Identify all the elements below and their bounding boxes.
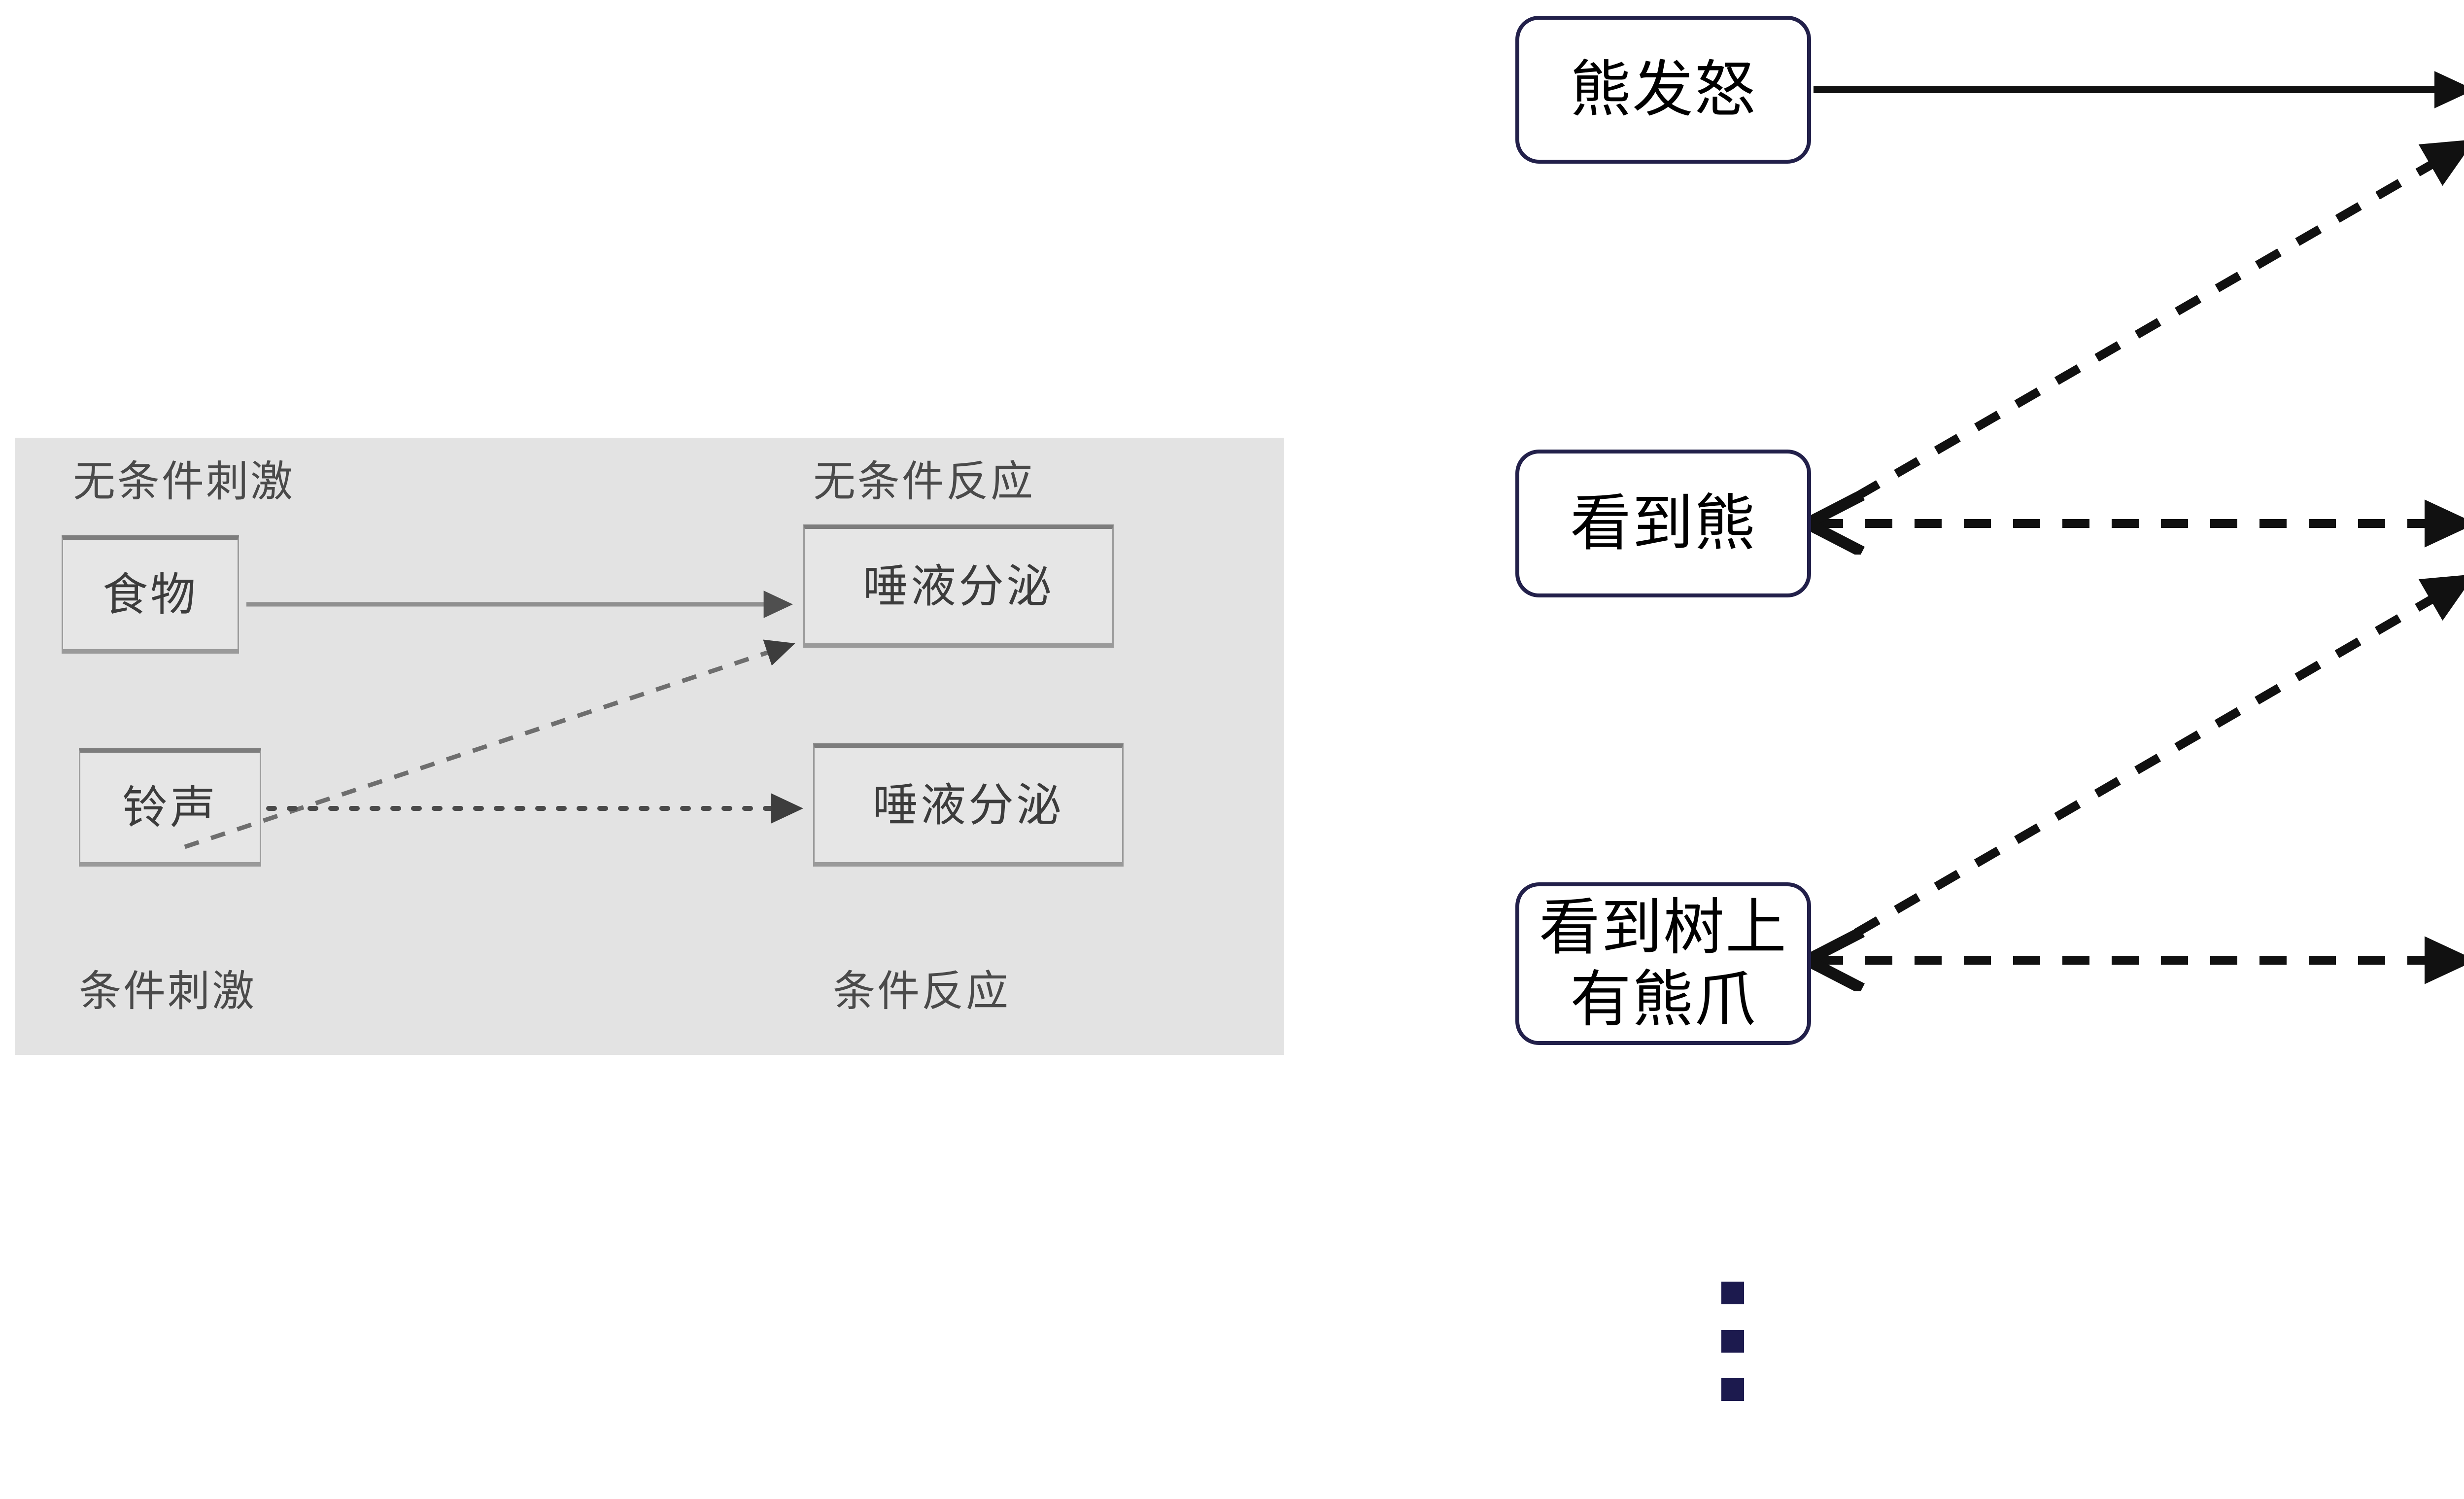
continuation-dot — [1721, 1378, 1744, 1401]
pavlov-box-salivation-conditioned-label: 唾液分泌 — [872, 778, 1064, 832]
pavlov-conditioning-panel: 无条件刺激 无条件反应 条件刺激 条件反应 食物 铃声 唾液分泌 唾液分泌 — [15, 438, 1284, 1055]
caption-unconditioned-stimulus: 无条件刺激 — [73, 457, 295, 506]
rl-edge-layer — [1454, 71, 2464, 1499]
node-see-bear[interactable]: 看到熊 — [1515, 450, 1811, 597]
rl-value-diagram: 熊发怒 看到熊 看到树上 有熊爪 奖励 V(s′) V(s) — [1454, 0, 2464, 1499]
pavlov-box-bell-label: 铃声 — [122, 781, 218, 834]
pavlov-box-food-label: 食物 — [102, 568, 198, 621]
caption-unconditioned-response: 无条件反应 — [813, 457, 1035, 506]
pavlov-arrow-bell-to-salivation-unconditioned — [184, 639, 795, 849]
node-claw-tree-label: 看到树上 有熊爪 — [1539, 892, 1787, 1035]
pavlov-box-salivation-unconditioned: 唾液分泌 — [803, 524, 1114, 648]
edge-claw-tree-to-v-s-prime — [1814, 574, 2464, 960]
edge-see-bear-to-reward — [1814, 139, 2464, 524]
node-claw-tree[interactable]: 看到树上 有熊爪 — [1515, 882, 1811, 1045]
caption-conditioned-stimulus: 条件刺激 — [79, 967, 256, 1016]
pavlov-arrow-layer — [184, 591, 804, 849]
pavlov-box-salivation-conditioned: 唾液分泌 — [813, 743, 1124, 867]
continuation-dots-left — [1721, 1282, 1744, 1401]
node-bear-angry-label: 熊发怒 — [1570, 54, 1756, 125]
node-bear-angry[interactable]: 熊发怒 — [1515, 16, 1811, 164]
node-see-bear-label: 看到熊 — [1570, 488, 1756, 559]
pavlov-box-salivation-unconditioned-label: 唾液分泌 — [862, 559, 1054, 613]
continuation-dot — [1721, 1330, 1744, 1353]
pavlov-box-bell: 铃声 — [79, 748, 261, 867]
continuation-dot — [1721, 1282, 1744, 1304]
pavlov-box-food: 食物 — [62, 535, 239, 654]
caption-conditioned-response: 条件反应 — [833, 967, 1010, 1016]
